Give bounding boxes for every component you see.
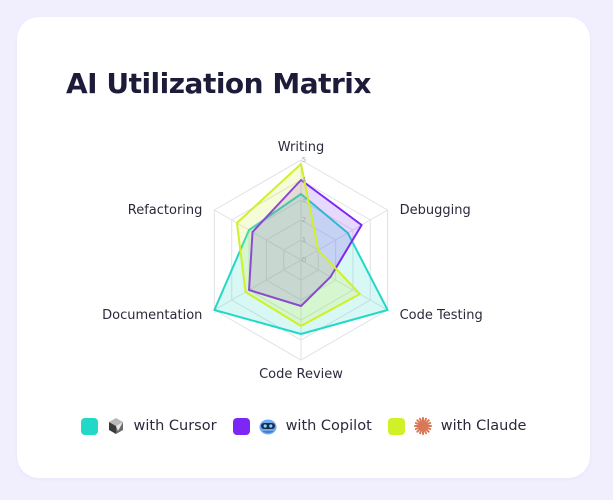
tick-label-3: 3 bbox=[302, 196, 306, 204]
legend-item-copilot[interactable]: with Copilot bbox=[232, 416, 372, 436]
series-3-area bbox=[235, 163, 361, 327]
legend-label-copilot: with Copilot bbox=[285, 418, 372, 434]
legend-swatch-copilot bbox=[232, 417, 250, 435]
axis-label-refactoring: Refactoring bbox=[128, 203, 203, 218]
axis-label-code-review: Code Review bbox=[259, 367, 343, 382]
tick-label-5: 5 bbox=[302, 156, 306, 164]
axis-label-debugging: Debugging bbox=[400, 203, 471, 218]
axis-label-code-testing: Code Testing bbox=[400, 308, 483, 323]
legend-label-claude: with Claude bbox=[440, 418, 527, 434]
tick-label-0: 0 bbox=[302, 256, 306, 264]
legend-swatch-claude bbox=[387, 417, 405, 435]
legend-swatch-cursor bbox=[80, 417, 98, 435]
legend-item-claude[interactable]: with Claude bbox=[387, 416, 527, 436]
tick-label-1: 1 bbox=[302, 236, 306, 244]
chart-title: AI Utilization Matrix bbox=[66, 67, 371, 100]
axis-label-writing: Writing bbox=[278, 140, 324, 155]
grid-spoke-5 bbox=[214, 259, 302, 311]
cursor-icon bbox=[106, 416, 126, 436]
grid-spoke-3 bbox=[300, 259, 388, 311]
grid-spoke-2 bbox=[300, 209, 388, 261]
series-2-area bbox=[248, 179, 363, 307]
legend: with Cursor with Copilot bbox=[17, 416, 590, 436]
legend-item-cursor[interactable]: with Cursor bbox=[80, 416, 217, 436]
grid-spoke-6 bbox=[214, 209, 302, 261]
tick-label-2: 2 bbox=[302, 216, 306, 224]
axis-label-documentation: Documentation bbox=[102, 308, 202, 323]
tick-label-4: 4 bbox=[302, 176, 307, 184]
copilot-icon bbox=[258, 416, 278, 436]
claude-icon bbox=[413, 416, 433, 436]
legend-label-cursor: with Cursor bbox=[133, 418, 217, 434]
